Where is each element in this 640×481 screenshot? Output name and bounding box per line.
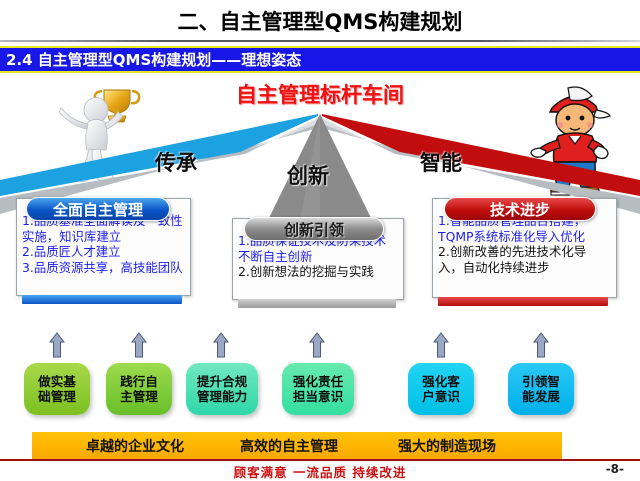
panel-right-line-2: TQMP系统标准化导入优化 bbox=[438, 228, 585, 244]
panel-right-line-3: 2.创新改善的先进技术化导 bbox=[438, 244, 587, 259]
capsule-item[interactable]: 强化责任 担当意识 bbox=[282, 363, 354, 415]
page-title: 二、自主管理型QMS构建规划 bbox=[177, 10, 463, 34]
panel-mid-caption: 创新引领 bbox=[244, 217, 384, 241]
panel-left-caption: 全面自主管理 bbox=[26, 197, 170, 221]
subtitle-text: 2.4 自主管理型QMS构建规划——理想姿态 bbox=[6, 51, 302, 69]
up-arrow-icon bbox=[433, 332, 449, 358]
capsule-line-1: 践行自 bbox=[120, 374, 158, 389]
panel-left-footer-bar bbox=[22, 295, 182, 304]
up-arrow-icon bbox=[309, 332, 325, 358]
band-item-manufacturing: 强大的制造现场 bbox=[398, 438, 496, 455]
panel-right-footer-bar bbox=[438, 297, 608, 306]
panel-innovation-leadership: 1.品质保证技术及防呆技术 不断自主创新 2.创新想法的挖掘与实践 创新引领 bbox=[232, 217, 404, 308]
capsule-line-2: 管理能力 bbox=[196, 389, 248, 404]
arm-label-left: 传承 bbox=[155, 151, 197, 175]
band-item-management: 高效的自主管理 bbox=[240, 438, 338, 455]
capsule-line-2: 担当意识 bbox=[292, 389, 344, 404]
panel-right-caption: 技术进步 bbox=[444, 197, 596, 221]
capsule-item[interactable]: 提升合规 管理能力 bbox=[186, 363, 258, 415]
panel-mid-line-2: 不断自主创新 bbox=[238, 248, 313, 264]
pyramid-arms-graphic bbox=[0, 114, 640, 220]
up-arrow-icon bbox=[533, 332, 549, 358]
panel-left-line-3: 2.品质匠人才建立 bbox=[22, 244, 121, 259]
title-divider bbox=[0, 40, 640, 42]
capsule-item[interactable]: 强化客 户意识 bbox=[408, 363, 474, 415]
capsule-line-1: 做实基 bbox=[38, 374, 76, 389]
capsule-line-1: 强化责任 bbox=[292, 374, 344, 389]
capsule-line-2: 主管理 bbox=[120, 389, 158, 404]
capsule-line-1: 强化客 bbox=[422, 374, 460, 389]
footer-divider bbox=[0, 459, 640, 461]
up-arrow-icon bbox=[131, 332, 147, 358]
band-item-culture: 卓越的企业文化 bbox=[86, 438, 184, 455]
capsule-item[interactable]: 做实基 础管理 bbox=[24, 363, 90, 415]
capsule-item[interactable]: 践行自 主管理 bbox=[106, 363, 172, 415]
panel-right-line-4: 入，自动化持续进步 bbox=[438, 259, 550, 275]
panel-left-line-2: 实施，知识库建立 bbox=[22, 228, 122, 244]
foundation-band: 卓越的企业文化 高效的自主管理 强大的制造现场 bbox=[32, 432, 562, 459]
capsule-line-2: 能发展 bbox=[522, 389, 560, 404]
capsule-line-1: 提升合规 bbox=[196, 374, 248, 389]
capsule-item[interactable]: 引领智 能发展 bbox=[508, 363, 574, 415]
capsule-line-2: 户意识 bbox=[422, 389, 460, 404]
arm-label-center: 创新 bbox=[287, 164, 329, 188]
footer-slogan: 顾客满意 一流品质 持续改进 bbox=[233, 465, 407, 480]
hero-title: 自主管理标杆车间 bbox=[236, 83, 404, 107]
panel-mid-line-3: 2.创新想法的挖掘与实践 bbox=[238, 264, 374, 279]
arm-label-right: 智能 bbox=[420, 151, 462, 175]
up-arrow-icon bbox=[213, 332, 229, 358]
capsule-line-1: 引领智 bbox=[522, 374, 560, 389]
up-arrow-icon bbox=[49, 332, 65, 358]
panel-left-line-4: 3.品质资源共享，高技能团队 bbox=[22, 259, 183, 275]
panel-full-autonomous-management: 1.品质基准全面解读及一致性 实施，知识库建立 2.品质匠人才建立 3.品质资源… bbox=[16, 197, 191, 304]
subtitle-bar: 2.4 自主管理型QMS构建规划——理想姿态 bbox=[0, 46, 640, 73]
page-number: -8- bbox=[605, 462, 624, 476]
panel-mid-footer-bar bbox=[238, 299, 396, 308]
capsule-line-2: 础管理 bbox=[38, 389, 76, 404]
panel-technology-progress: 1.智能品质管理品台搭建， TQMP系统标准化导入优化 2.创新改善的先进技术化… bbox=[432, 197, 617, 306]
